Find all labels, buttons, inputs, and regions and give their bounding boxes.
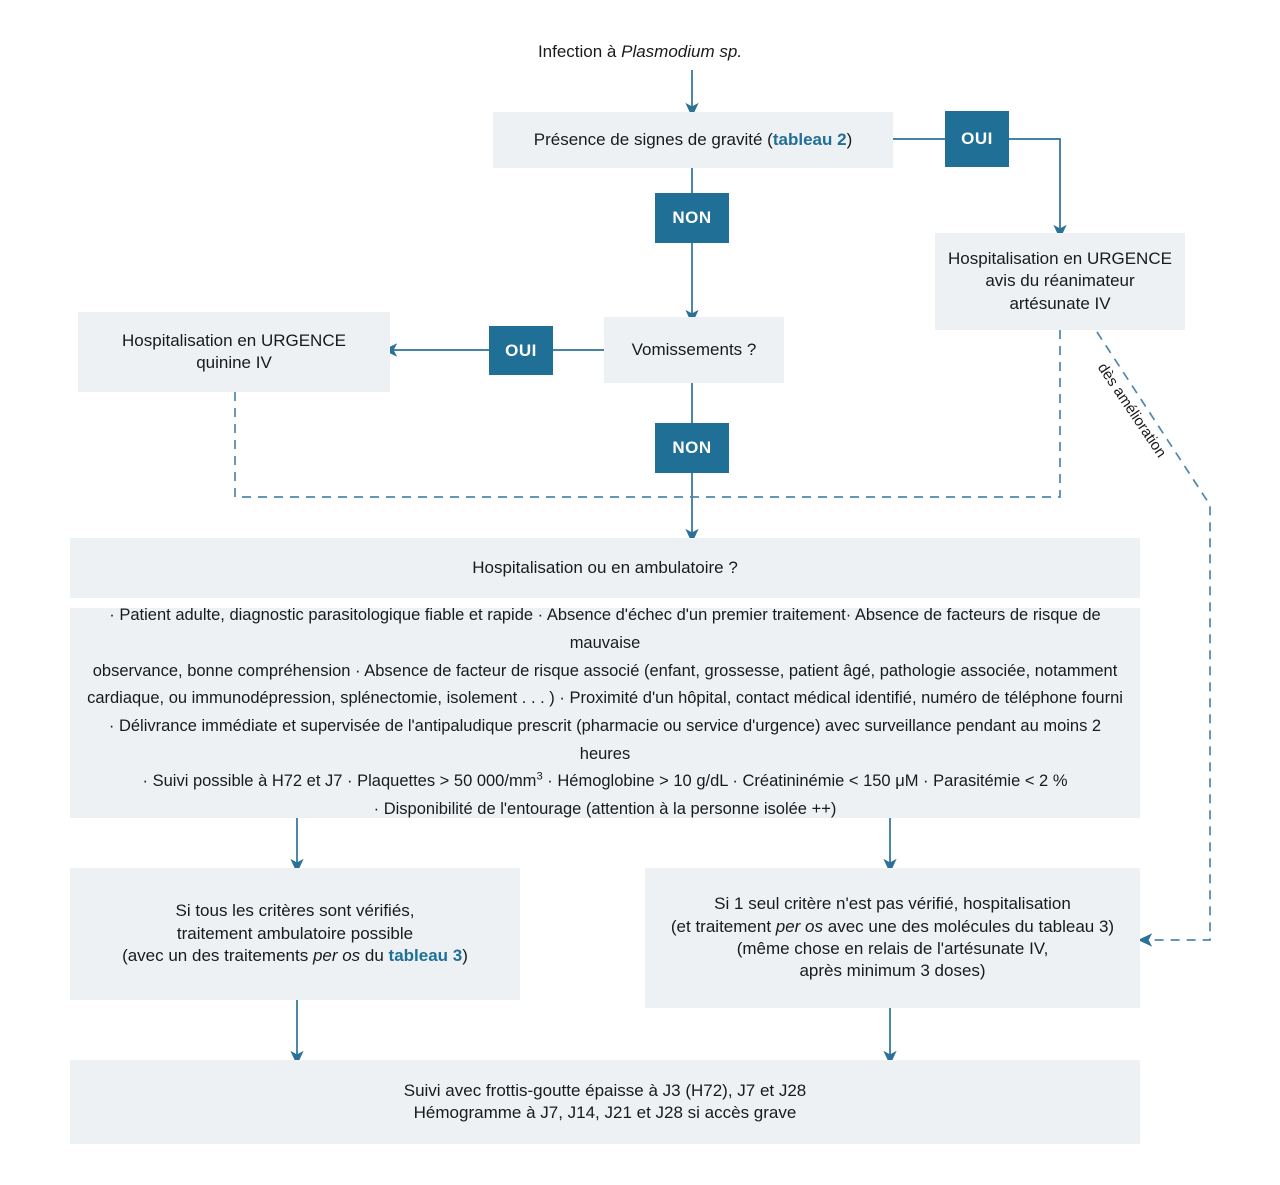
hospitalisation-line-2: (et traitement per os avec une des moléc…	[657, 916, 1128, 938]
criteria-line-3: cardiaque, ou immunodépression, splénect…	[87, 689, 1123, 708]
suivi-line-2: Hémogramme à J7, J14, J21 et J28 si accè…	[413, 1103, 797, 1122]
page-title: Infection à Plasmodium sp.	[0, 42, 1280, 62]
node-vomissements[interactable]: Vomissements ?	[604, 317, 784, 383]
gravite-text: Présence de signes de gravité (	[533, 129, 773, 149]
node-hospitalisation-urgence-quinine[interactable]: Hospitalisation en URGENCE quinine IV	[78, 312, 390, 392]
criteria-line-5: · Suivi possible à H72 et J7 · Plaquette…	[82, 768, 1128, 796]
tag-non-gravite[interactable]: NON	[655, 193, 729, 243]
urgence-rea-line-2: avis du réanimateur	[985, 271, 1135, 291]
per-os-italic: per os	[775, 916, 824, 936]
ambulatoire-line-1: Si tous les critères sont vérifiés,	[175, 901, 415, 921]
urgence-rea-line-3: artésunate IV	[1009, 293, 1111, 313]
hospitalisation-line-2b: avec une des molécules du tableau 3)	[823, 916, 1115, 936]
tag-oui-vomissements[interactable]: OUI	[489, 326, 553, 375]
tag-label: NON	[672, 208, 712, 227]
node-signes-de-gravite[interactable]: Présence de signes de gravité (tableau 2…	[493, 112, 893, 168]
title-species: Plasmodium sp.	[621, 42, 743, 61]
hospitalisation-line-2a: (et traitement	[670, 916, 776, 936]
criteria-line-2: observance, bonne compréhension · Absenc…	[92, 661, 1118, 680]
vomissements-label: Vomissements ?	[631, 339, 757, 359]
ambulatoire-line-3: (avec un des traitements per os du table…	[82, 945, 508, 967]
criteria-line-5-micromolar: μM	[895, 772, 919, 791]
criteria-line-5a: · Suivi possible à H72 et J7 · Plaquette…	[142, 772, 537, 791]
node-hospitalisation-urgence-reanimateur[interactable]: Hospitalisation en URGENCE avis du réani…	[935, 233, 1185, 330]
hospitalisation-line-4: après minimum 3 doses)	[799, 961, 986, 981]
criteria-line-6: · Disponibilité de l'entourage (attentio…	[373, 800, 837, 819]
tag-label: OUI	[961, 129, 993, 148]
urgence-rea-line-1: Hospitalisation en URGENCE	[948, 248, 1172, 268]
tag-oui-gravite[interactable]: OUI	[945, 111, 1009, 167]
link-tableau-2[interactable]: tableau 2	[772, 129, 847, 149]
tag-label: NON	[672, 438, 712, 457]
ambulatoire-line-3b: du	[360, 946, 389, 966]
criteria-line-5-sup: 3	[536, 770, 543, 783]
quinine-line-2: quinine IV	[196, 353, 272, 372]
node-hospitalisation-ou-ambulatoire[interactable]: Hospitalisation ou en ambulatoire ?	[70, 538, 1140, 598]
node-hospitalisation-outcome[interactable]: Si 1 seul critère n'est pas vérifié, hos…	[645, 868, 1140, 1008]
hospitalisation-line-3: (même chose en relais de l'artésunate IV…	[736, 939, 1049, 958]
edge-label-des-amelioration: dès amélioration	[1093, 360, 1170, 461]
node-criteres-ambulatoire[interactable]: · Patient adulte, diagnostic parasitolog…	[70, 606, 1140, 818]
criteria-line-4: · Délivrance immédiate et supervisée de …	[108, 717, 1102, 763]
criteria-line-1: · Patient adulte, diagnostic parasitolog…	[109, 606, 1101, 652]
ambulatoire-line-3a: (avec un des traitements	[122, 946, 313, 966]
quinine-line-1: Hospitalisation en URGENCE	[122, 330, 346, 350]
title-prefix: Infection à	[537, 42, 622, 61]
hospitalisation-line-1: Si 1 seul critère n'est pas vérifié, hos…	[714, 894, 1071, 914]
hosp-ambu-label: Hospitalisation ou en ambulatoire ?	[472, 557, 738, 577]
suivi-line-1: Suivi avec frottis-goutte épaisse à J3 (…	[403, 1080, 807, 1100]
criteria-line-5c: · Parasitémie < 2 %	[918, 772, 1068, 791]
ambulatoire-line-3c: )	[462, 946, 468, 966]
node-traitement-ambulatoire[interactable]: Si tous les critères sont vérifiés, trai…	[70, 868, 520, 1000]
node-suivi[interactable]: Suivi avec frottis-goutte épaisse à J3 (…	[70, 1060, 1140, 1144]
criteria-line-5b: · Hémoglobine > 10 g/dL · Créatininémie …	[542, 772, 896, 791]
link-tableau-3[interactable]: tableau 3	[388, 946, 463, 966]
gravite-text-after: )	[846, 129, 853, 149]
edge-oui-to-urgence-rea	[1009, 138, 1067, 240]
tag-label: OUI	[505, 340, 537, 360]
per-os-italic: per os	[312, 946, 361, 966]
tag-non-vomissements[interactable]: NON	[655, 423, 729, 473]
ambulatoire-line-2: traitement ambulatoire possible	[176, 923, 414, 943]
